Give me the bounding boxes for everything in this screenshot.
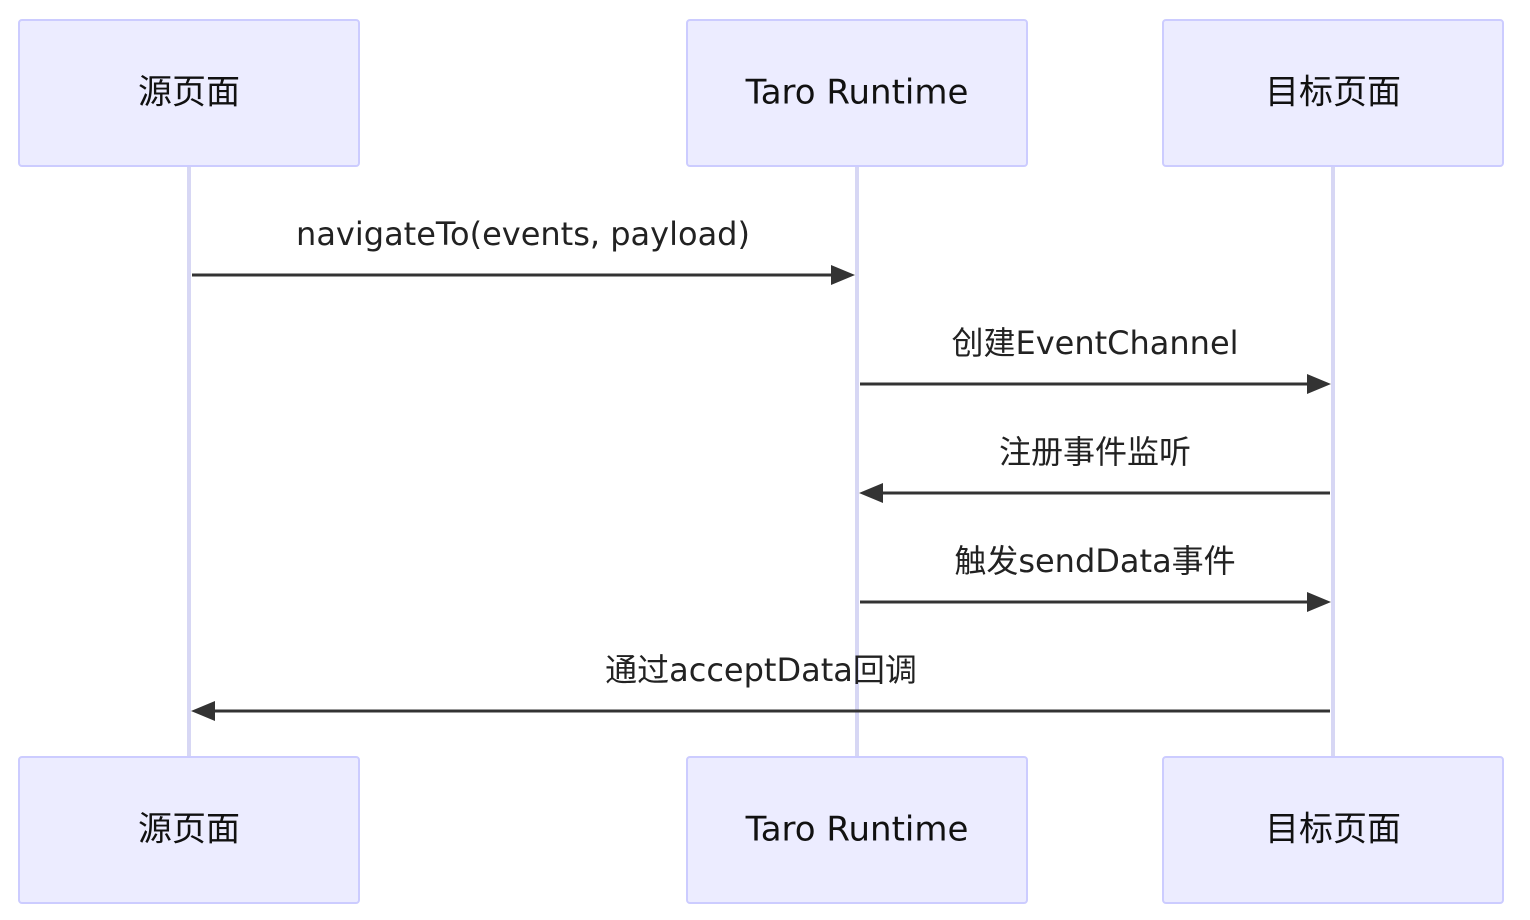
actor-box [18,756,360,904]
actor-box [686,19,1028,167]
actor-label: 源页面 [138,810,240,850]
actor-label: 目标页面 [1265,810,1401,850]
actor-runtime-top: Taro Runtime [686,19,1028,167]
actor-box [686,756,1028,904]
actor-label: Taro Runtime [745,73,969,113]
message-label: 通过acceptData回调 [605,651,917,689]
actor-label: 源页面 [138,73,240,113]
arrowhead-icon [191,701,215,721]
actor-label: 目标页面 [1265,73,1401,113]
actor-box [18,19,360,167]
arrowhead-icon [1307,592,1331,612]
actor-box [1162,756,1504,904]
arrowhead-icon [1307,374,1331,394]
message-5: 通过acceptData回调 [191,651,1330,721]
actor-runtime-bottom: Taro Runtime [686,756,1028,904]
message-1: navigateTo(events, payload) [192,215,855,285]
actor-source-top: 源页面 [18,19,360,167]
actor-box [1162,19,1504,167]
message-label: 创建EventChannel [951,324,1238,362]
message-label: navigateTo(events, payload) [296,215,750,253]
actor-target-bottom: 目标页面 [1162,756,1504,904]
message-label: 触发sendData事件 [954,542,1235,580]
arrowhead-icon [831,265,855,285]
actor-label: Taro Runtime [745,810,969,850]
arrowhead-icon [859,483,883,503]
actor-source-bottom: 源页面 [18,756,360,904]
message-label: 注册事件监听 [999,433,1191,471]
message-3: 注册事件监听 [859,433,1330,503]
actor-target-top: 目标页面 [1162,19,1504,167]
message-4: 触发sendData事件 [860,542,1331,612]
message-2: 创建EventChannel [860,324,1331,394]
